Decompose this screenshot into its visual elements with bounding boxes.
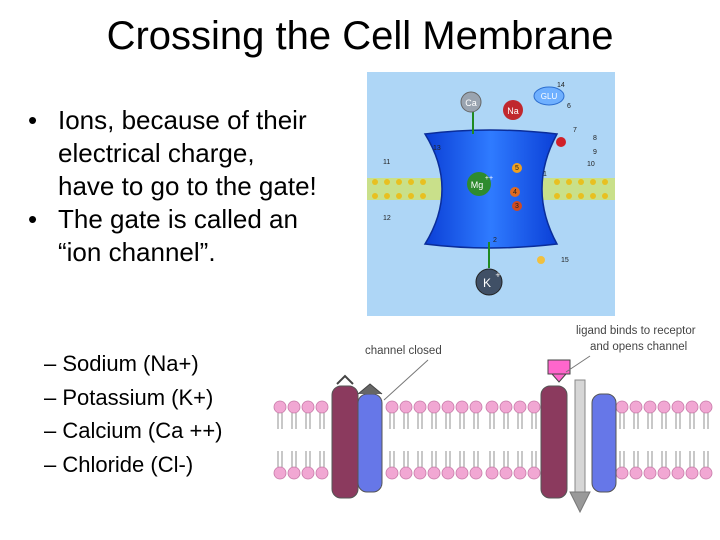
open-pore-arrow	[574, 379, 586, 493]
bullet-dot: •	[28, 204, 38, 234]
closed-channel	[331, 374, 383, 499]
slide-title: Crossing the Cell Membrane	[106, 14, 614, 58]
bullet-item: • Ions, because of their electrical charg…	[28, 104, 318, 203]
bullet-item: • The gate is called an “ion channel”.	[28, 203, 318, 269]
glutamate-label: GLU	[541, 92, 558, 101]
figure-number-label: 2	[493, 237, 497, 244]
magnesium-ion-label: Mg	[471, 180, 484, 190]
figure-number-label: 4	[513, 189, 517, 196]
calcium-ion: Ca	[460, 91, 482, 113]
bullet-dot: •	[28, 105, 38, 135]
figure-number-label: 7	[573, 127, 577, 134]
membrane-heads	[372, 179, 608, 199]
sub-bullet-calcium: – Calcium (Ca ++)	[44, 418, 223, 443]
figure-number-label: 5	[515, 165, 519, 172]
figure-number-label: 14	[557, 82, 565, 89]
sodium-ion: Na	[503, 100, 523, 120]
ion-channel-body	[423, 129, 559, 249]
ligand-label-line1: ligand binds to receptor	[576, 325, 696, 337]
figure-number-label: 11	[383, 159, 390, 166]
sodium-ion-label: Na	[507, 106, 519, 116]
sub-bullet-chloride: – Chloride (Cl-)	[44, 451, 194, 477]
open-channel	[540, 359, 617, 514]
ligand-label-line2: and opens channel	[590, 341, 688, 353]
ligand	[547, 359, 571, 375]
sub-bullet-list: – Sodium (Na+) – Potassium (K+) – Calciu…	[44, 347, 223, 481]
figure-number-label: 15	[561, 257, 569, 264]
figure-number-label: 8	[593, 135, 597, 142]
bullet-text: The gate is called an “ion channel”.	[58, 204, 298, 267]
potassium-charge-label: +	[495, 270, 500, 280]
figure-number-label: 12	[383, 215, 391, 222]
bullet-list: • Ions, because of their electrical charg…	[28, 104, 318, 269]
bullet-text: Ions, because of their electrical charge…	[58, 105, 317, 201]
open-label-leader	[565, 355, 591, 373]
figure-number-label: 9	[593, 149, 597, 156]
figure-number-label: 6	[567, 103, 571, 110]
sub-bullet-potassium: – Potassium (K+)	[44, 384, 214, 410]
potassium-ion: K +	[475, 268, 503, 296]
figure-number-label: 10	[587, 161, 595, 168]
potassium-ion-label: K	[483, 276, 491, 290]
ion-channel-figure: Ca Na GLU Mg ++ K + 14	[367, 72, 615, 316]
figure-number-labels: 14 6 7 8 9 10 11 12 13 5 4 3 2 1 15	[383, 82, 597, 264]
figure-number-label: 13	[433, 145, 441, 152]
figure-number-label: 3	[515, 203, 519, 210]
calcium-ion-label: Ca	[465, 98, 477, 108]
figure-number-label: 1	[543, 171, 547, 178]
ion-channel-illustration: Ca Na GLU Mg ++ K + 14	[367, 82, 615, 296]
channel-closed-label: channel closed	[365, 345, 442, 357]
magnesium-ion: Mg ++	[467, 172, 493, 196]
magnesium-charge-label: ++	[485, 175, 493, 182]
binding-sites	[510, 137, 566, 264]
glutamate-molecule: GLU	[533, 86, 565, 106]
lipid-bilayer	[273, 400, 713, 480]
closed-label-leader	[383, 359, 429, 401]
sub-bullet-sodium: – Sodium (Na+)	[44, 351, 199, 376]
